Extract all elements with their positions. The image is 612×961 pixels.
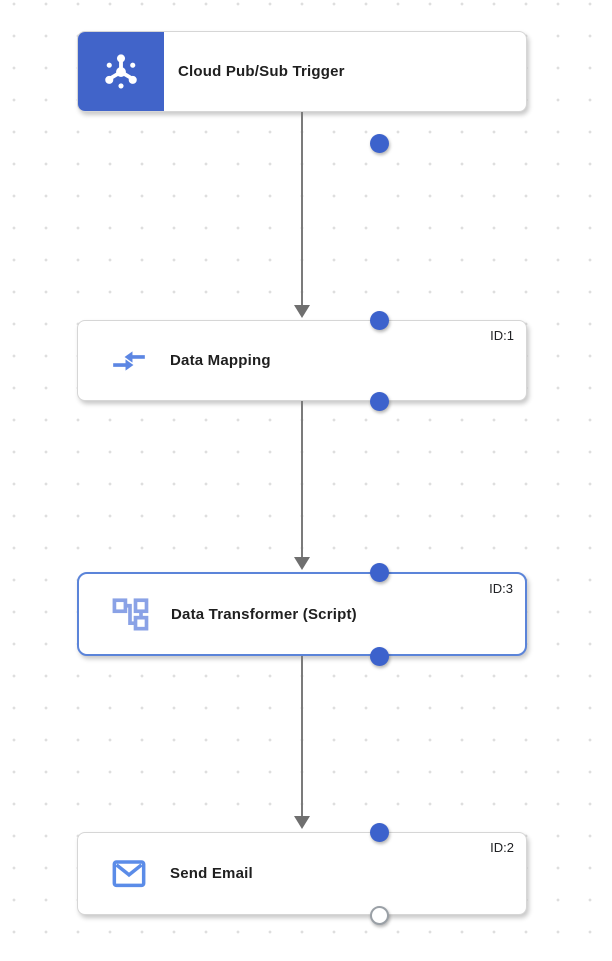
node-id-badge: ID:3 (489, 581, 513, 596)
arrowhead-icon (294, 557, 310, 570)
node-id-badge: ID:2 (490, 840, 514, 855)
edge-line[interactable] (301, 656, 303, 818)
node-title: Data Mapping (170, 352, 271, 369)
arrowhead-icon (294, 305, 310, 318)
node-data-transformer[interactable]: Data Transformer (Script) ID:3 (77, 563, 527, 666)
send-email-icon (112, 859, 146, 887)
input-port[interactable] (370, 823, 389, 842)
output-port[interactable] (370, 134, 389, 153)
trigger-icon-block (78, 32, 164, 111)
node-id-badge: ID:1 (490, 328, 514, 343)
node-title: Data Transformer (Script) (171, 605, 357, 623)
input-port[interactable] (370, 563, 389, 582)
edge-line[interactable] (301, 112, 303, 307)
node-send-email[interactable]: Send Email ID:2 (77, 823, 527, 925)
node-cloud-pubsub-trigger[interactable]: Cloud Pub/Sub Trigger (77, 31, 527, 153)
node-title: Send Email (170, 865, 253, 882)
node-title: Cloud Pub/Sub Trigger (178, 63, 345, 80)
pubsub-icon (105, 53, 137, 88)
data-mapping-icon (113, 350, 145, 371)
output-port-open[interactable] (370, 906, 389, 925)
edge-line[interactable] (301, 401, 303, 559)
arrowhead-icon (294, 816, 310, 829)
output-port[interactable] (370, 647, 389, 666)
input-port[interactable] (370, 311, 389, 330)
data-transformer-icon (112, 598, 149, 631)
node-data-mapping[interactable]: Data Mapping ID:1 (77, 311, 527, 411)
output-port[interactable] (370, 392, 389, 411)
